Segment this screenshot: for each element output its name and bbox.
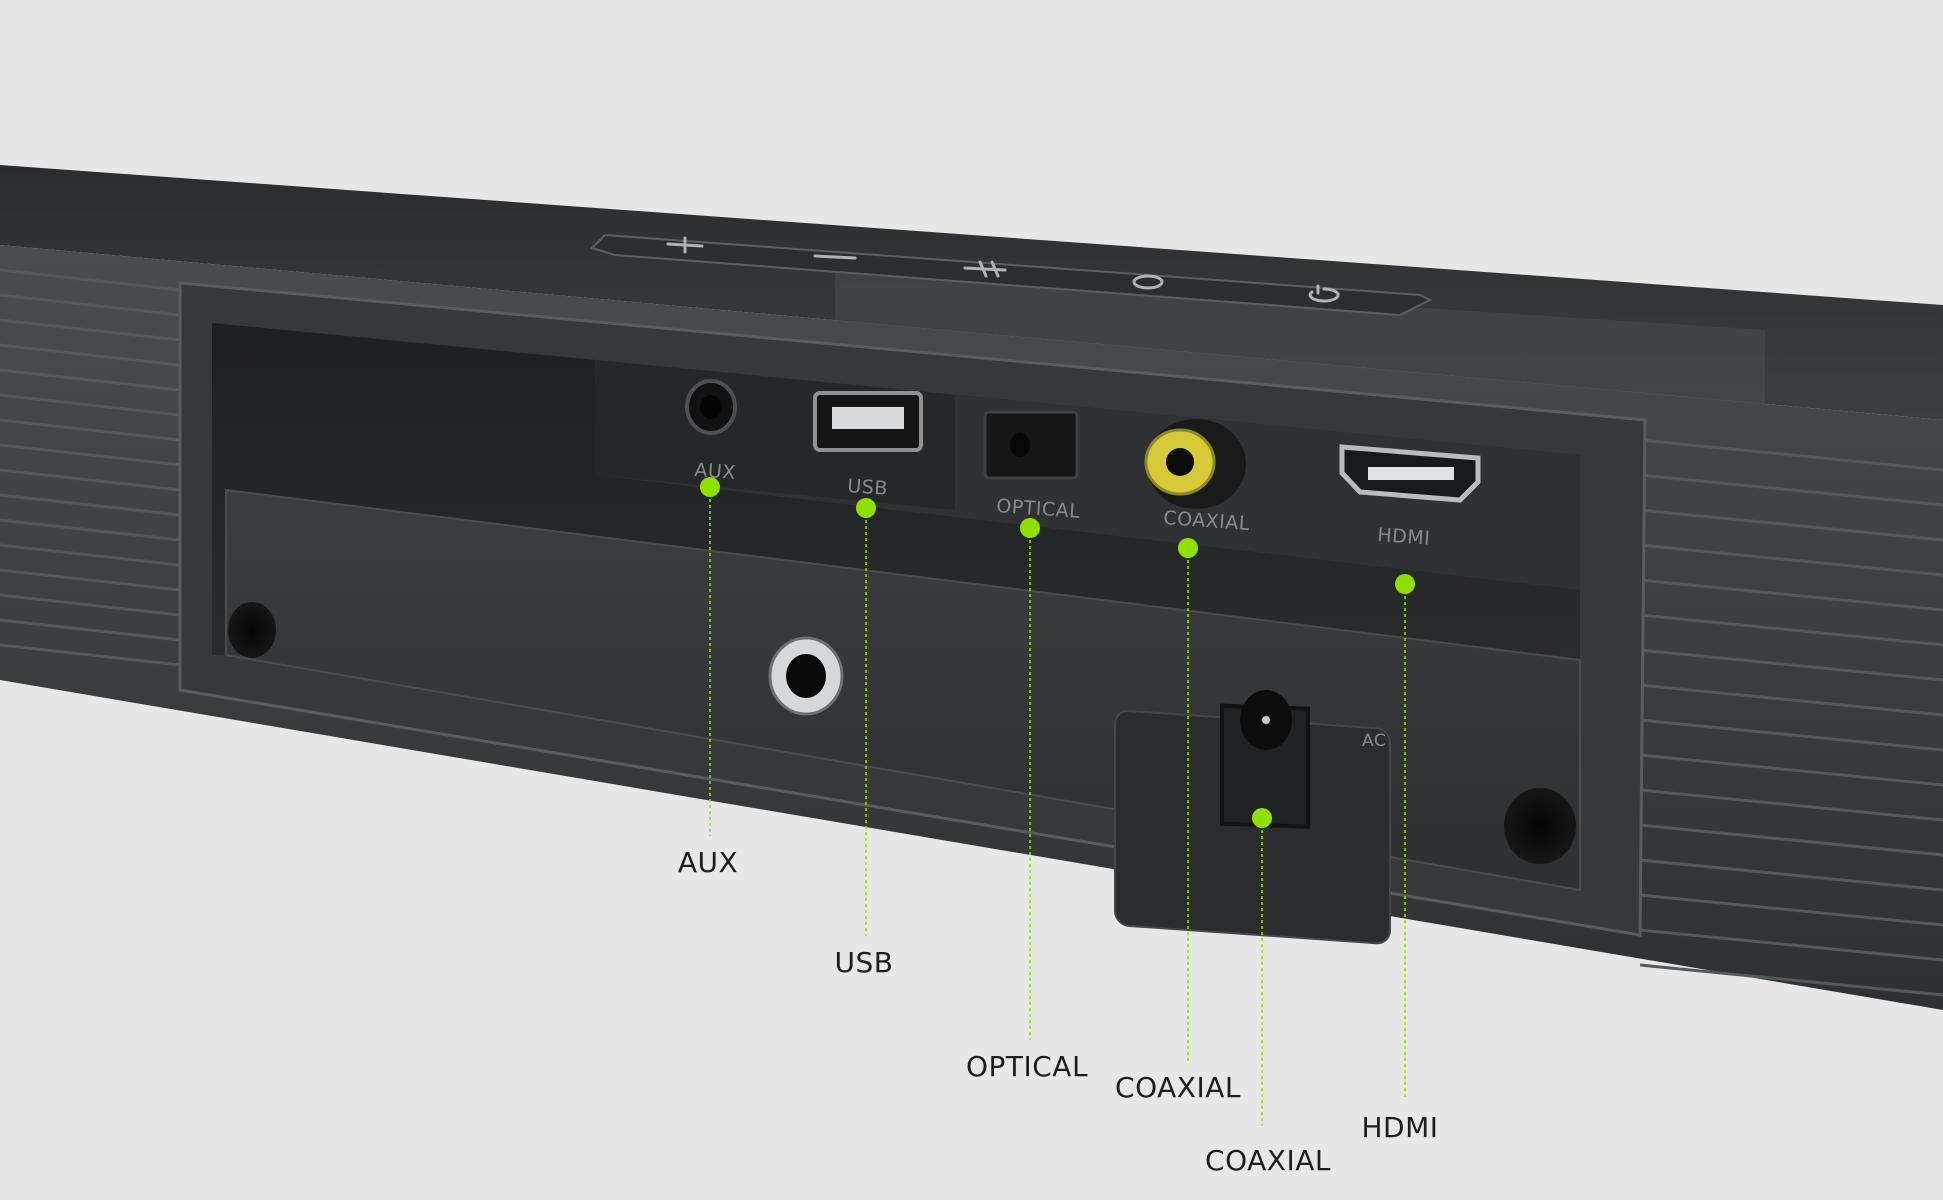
callout-lines [709, 487, 1406, 1126]
left-grille [0, 268, 180, 667]
callout-dots [700, 477, 1415, 828]
engraved-hdmi-label: HDMI [1377, 524, 1431, 550]
callout-label-optical: OPTICAL [965, 1050, 1089, 1083]
callout-label-coaxial: COAXIAL [1115, 1071, 1241, 1104]
aux-jack [685, 379, 737, 435]
usb-port [813, 391, 923, 452]
callout-dot-coaxial [1178, 538, 1198, 558]
callout-dot-dc-power [1252, 808, 1272, 828]
callout-label-hdmi: HDMI [1361, 1111, 1439, 1144]
top-control-strip [590, 233, 1433, 317]
screw-hole-right [1504, 788, 1576, 864]
soundbar-top-glossy-strip [835, 270, 1765, 405]
callout-dot-optical [1020, 518, 1040, 538]
dc-power-jack [1220, 690, 1310, 829]
right-grille [1640, 438, 1943, 997]
optical-port [983, 410, 1079, 480]
engraved-ac-label: AC [1362, 731, 1386, 751]
coaxial-port [1144, 419, 1246, 509]
hdmi-port [1339, 444, 1481, 503]
callout-dot-hdmi [1395, 574, 1415, 594]
minus-icon [813, 254, 857, 260]
callout-label-dc-power: COAXIAL [1205, 1144, 1331, 1177]
callout-dot-usb [856, 498, 876, 518]
engraved-usb-label: USB [847, 475, 889, 500]
bluetooth-icon [963, 260, 1007, 278]
top-control-icons [666, 236, 1340, 303]
screw-hole-left [228, 602, 276, 658]
lower-rca-jack [768, 636, 844, 716]
power-icon [1308, 284, 1340, 303]
callout-label-aux: AUX [677, 846, 739, 879]
mode-icon [1132, 274, 1164, 290]
callout-dot-aux [700, 477, 720, 497]
plus-icon [666, 236, 704, 254]
callout-label-usb: USB [834, 946, 894, 979]
